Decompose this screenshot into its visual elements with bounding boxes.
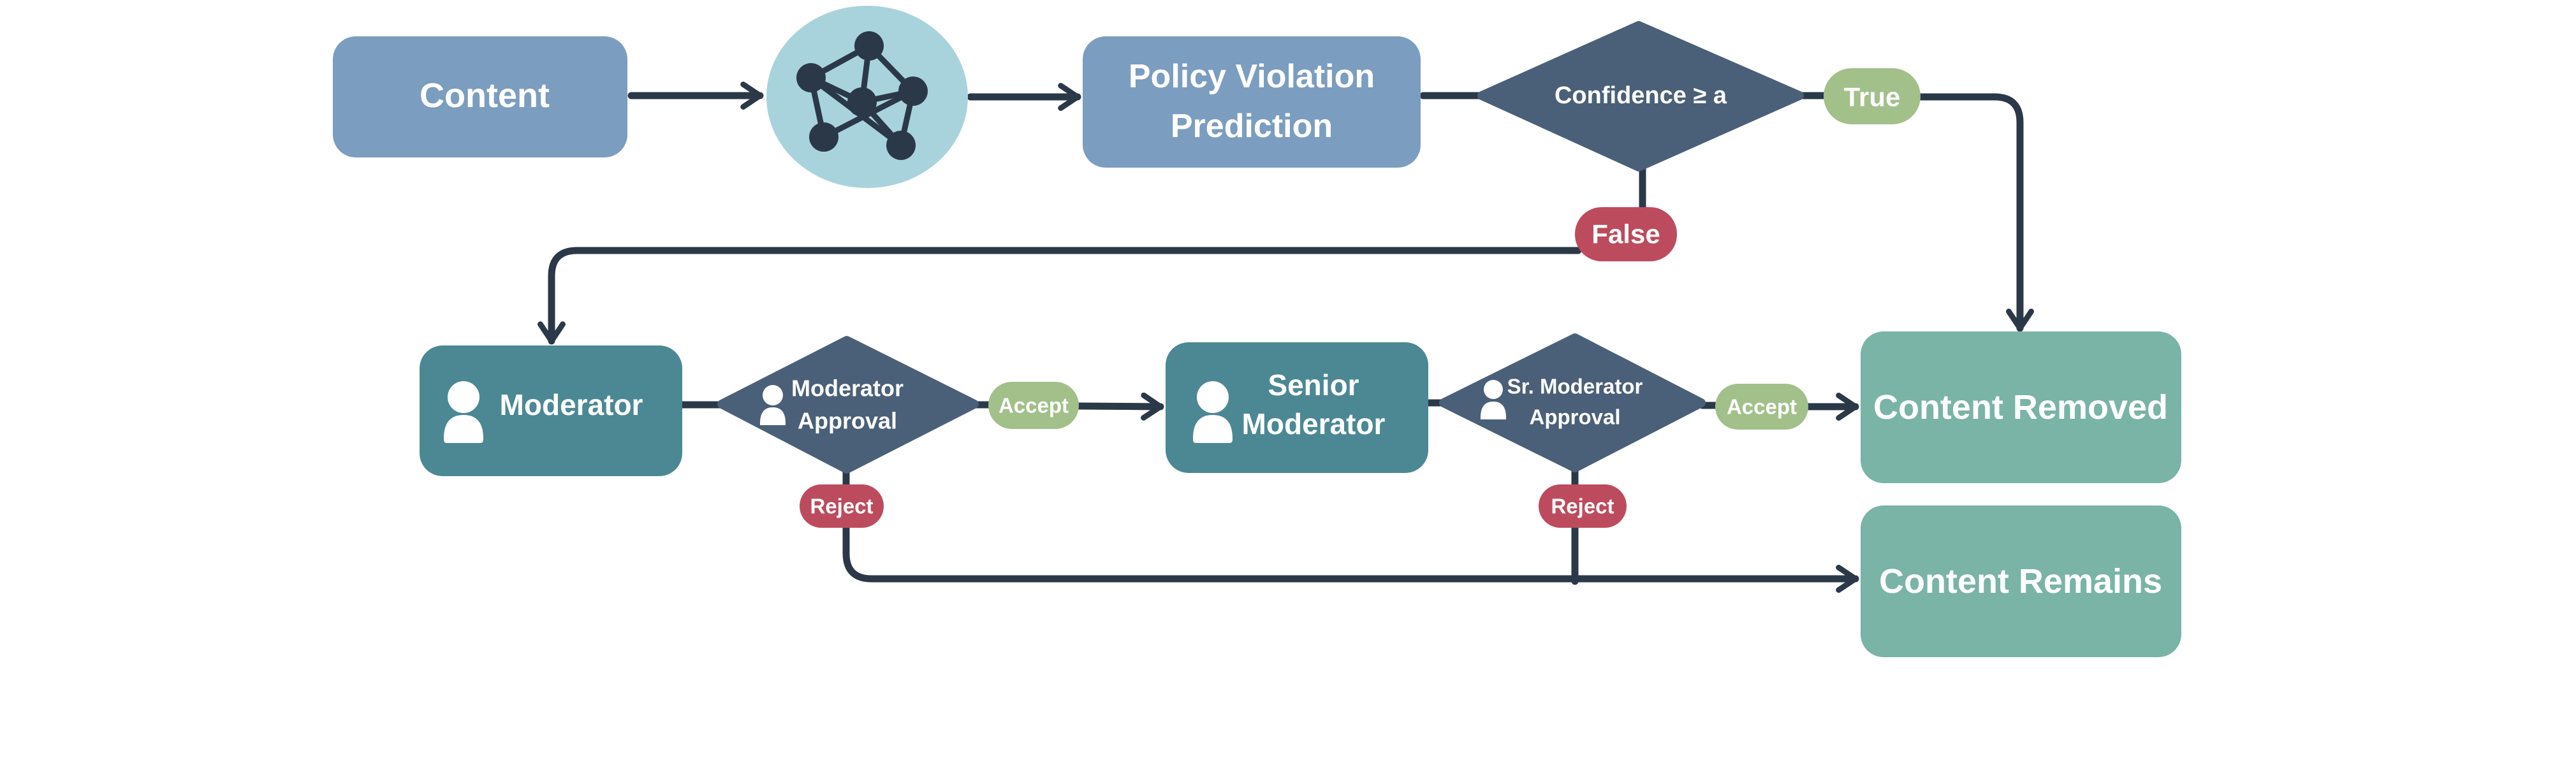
person-icon — [1481, 380, 1506, 419]
prediction-label-line2: Prediction — [1171, 108, 1333, 145]
accept-label: Accept — [999, 394, 1069, 418]
edge-reject-to-remains — [842, 520, 1859, 593]
person-icon — [760, 385, 786, 425]
content-removed-box — [1861, 331, 2181, 483]
sr-moderator-approval-label-line2: Approval — [1529, 405, 1620, 429]
reject-label: Reject — [1551, 495, 1614, 518]
moderator-label: Moderator — [500, 388, 643, 421]
confidence-label: Confidence ≥ a — [1555, 82, 1727, 109]
accept-label: Accept — [1727, 395, 1797, 419]
moderator-approval-label-line1: Moderator — [791, 375, 904, 402]
content-remains-box — [1861, 505, 2181, 657]
true-pill — [1824, 68, 1921, 124]
prediction-box — [1083, 36, 1421, 168]
moderator-box — [420, 345, 682, 476]
false-pill — [1575, 207, 1677, 261]
network-graph-icon — [766, 6, 968, 188]
moderator-approval-label-line2: Approval — [798, 408, 897, 434]
moderator-approval-decision — [717, 336, 979, 474]
person-icon — [1193, 381, 1233, 443]
reject-pill — [800, 484, 884, 528]
accept-pill — [1715, 384, 1808, 430]
sr-moderator-approval-label-line1: Sr. Moderator — [1507, 375, 1643, 398]
reject-pill — [1539, 484, 1627, 528]
accept-pill — [988, 382, 1079, 429]
senior-moderator-label-line2: Moderator — [1242, 407, 1386, 440]
edge-accept-to-senior — [1074, 392, 1164, 421]
prediction-label-line1: Policy Violation — [1129, 58, 1375, 95]
content-box — [333, 36, 627, 157]
false-label: False — [1592, 219, 1660, 249]
confidence-decision — [1477, 21, 1804, 171]
edge-true-to-removed — [1915, 93, 2034, 332]
person-icon — [444, 381, 483, 443]
content-label: Content — [420, 76, 550, 115]
reject-label: Reject — [810, 495, 873, 518]
edge-false-to-moderator — [538, 247, 1582, 345]
sr-moderator-approval-decision — [1439, 333, 1706, 472]
content-remains-label: Content Remains — [1879, 562, 2162, 600]
true-label: True — [1844, 82, 1901, 112]
content-removed-label: Content Removed — [1873, 388, 2168, 426]
senior-moderator-label-line1: Senior — [1268, 368, 1359, 402]
